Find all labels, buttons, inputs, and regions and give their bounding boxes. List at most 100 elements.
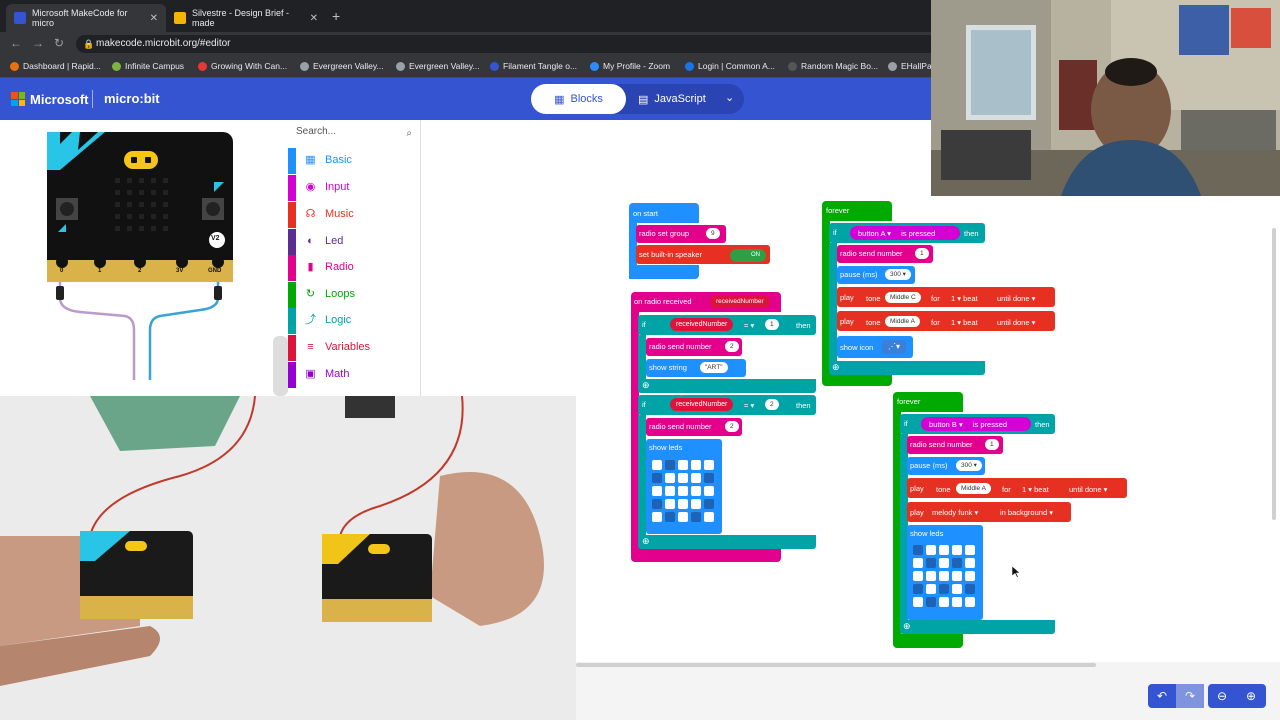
url-text: makecode.microbit.org/#editor	[96, 38, 231, 49]
bookmark-item[interactable]: Random Magic Bo...	[788, 61, 878, 71]
button-pressed-block[interactable]: button A ▾ is pressed	[850, 226, 960, 240]
bookmark-item[interactable]: EHallPa	[888, 61, 932, 71]
bookmark-item[interactable]: My Profile - Zoom	[590, 61, 670, 71]
simulator-panel: 0 1 2 3V GND V2	[0, 120, 288, 396]
toolbox-search[interactable]: ⌕	[296, 126, 416, 144]
category-label: Variables	[325, 341, 371, 353]
received-number-var[interactable]: receivedNumber	[670, 318, 734, 331]
undo-button[interactable]: ↶	[1148, 684, 1176, 708]
if-keyword: if	[904, 419, 908, 428]
beat-dropdown[interactable]: 1 ▾ beat	[1022, 485, 1049, 494]
microbit-simulator[interactable]	[0, 120, 288, 396]
category-label: Logic	[325, 314, 352, 326]
until-dropdown[interactable]: until done ▾	[1069, 485, 1108, 494]
category-led[interactable]: ◐Led	[288, 229, 421, 255]
category-logic[interactable]: ⤴Logic	[288, 308, 421, 334]
chevron-down-icon[interactable]: ⌄	[725, 92, 735, 104]
led-grid[interactable]	[913, 545, 975, 607]
sword-icon[interactable]: ⋰▾	[882, 340, 906, 354]
radio-set-group-block[interactable]: radio set group	[636, 225, 726, 243]
horizontal-scrollbar[interactable]	[576, 663, 1096, 667]
until-dropdown[interactable]: until done ▾	[997, 294, 1036, 303]
button-dropdown[interactable]: button A ▾	[858, 229, 891, 238]
button-a[interactable]	[56, 198, 78, 220]
compare-value[interactable]: 1	[765, 319, 779, 330]
background-dropdown[interactable]: in background ▾	[1000, 508, 1053, 517]
melody-dropdown[interactable]: melody funk ▾	[932, 508, 979, 517]
search-icon[interactable]: ⌕	[406, 128, 412, 139]
compare-value[interactable]: 2	[765, 399, 779, 410]
send-value[interactable]: 1	[985, 439, 999, 450]
search-input[interactable]	[296, 126, 396, 137]
category-basic[interactable]: ▦Basic	[288, 148, 421, 174]
close-icon[interactable]: ✕	[149, 12, 158, 24]
note-dropdown[interactable]: Middle A	[956, 483, 991, 494]
note-dropdown[interactable]: Middle C	[885, 292, 921, 303]
bookmark-item[interactable]: Filament Tangle o...	[490, 61, 577, 71]
category-variables[interactable]: ≡Variables	[288, 335, 421, 361]
button-pressed-block[interactable]: button B ▾ is pressed	[921, 417, 1031, 431]
radio-send-number-block[interactable]: radio send number	[907, 436, 1003, 454]
blocks-button[interactable]: ▦ Blocks	[531, 84, 626, 114]
block-label: radio send number	[910, 440, 973, 449]
send-value[interactable]: 1	[915, 248, 929, 259]
category-math[interactable]: ▣Math	[288, 362, 421, 388]
radio-send-number-block[interactable]: radio send number	[646, 338, 742, 356]
back-icon[interactable]: ←	[10, 36, 22, 50]
category-label: Music	[325, 208, 354, 220]
category-radio[interactable]: ▮Radio	[288, 255, 421, 281]
bookmark-item[interactable]: Evergreen Valley...	[396, 61, 480, 71]
play-melody-block[interactable]: play	[907, 502, 1071, 522]
add-icon[interactable]: ⊕	[832, 362, 840, 372]
bookmark-item[interactable]: Dashboard | Rapid...	[10, 61, 101, 71]
add-icon[interactable]: ⊕	[903, 621, 911, 631]
bookmark-icon	[590, 61, 599, 71]
zoom-in-button[interactable]: ⊕	[1236, 684, 1266, 708]
bookmark-label: Login | Common A...	[698, 61, 775, 71]
tab-design-brief[interactable]: Silvestre - Design Brief - made ✕	[166, 4, 326, 32]
received-number-var[interactable]: receivedNumber	[670, 398, 734, 411]
javascript-button[interactable]: ▤ JavaScript	[638, 84, 718, 114]
send-value[interactable]: 2	[725, 421, 739, 432]
button-dropdown[interactable]: button B ▾	[929, 420, 963, 429]
group-value[interactable]: 9	[706, 228, 720, 239]
category-input[interactable]: ◉Input	[288, 175, 421, 201]
compare-op[interactable]: = ▾	[744, 401, 755, 410]
beat-dropdown[interactable]: 1 ▾ beat	[951, 294, 978, 303]
close-icon[interactable]: ✕	[309, 12, 318, 24]
send-value[interactable]: 2	[725, 341, 739, 352]
speaker-toggle[interactable]: ON	[730, 249, 766, 262]
compare-op[interactable]: = ▾	[744, 321, 755, 330]
bookmark-item[interactable]: Login | Common A...	[685, 61, 775, 71]
forward-icon[interactable]: →	[32, 36, 44, 50]
zoom-out-button[interactable]: ⊖	[1208, 684, 1236, 708]
bookmark-item[interactable]: Infinite Campus	[112, 61, 184, 71]
show-string-block[interactable]: show string	[646, 359, 746, 377]
tab-makecode[interactable]: Microsoft MakeCode for micro ✕	[6, 4, 166, 32]
add-icon[interactable]: ⊕	[642, 536, 650, 546]
pause-value[interactable]: 300 ▾	[885, 269, 911, 280]
pause-value[interactable]: 300 ▾	[956, 460, 982, 471]
beat-dropdown[interactable]: 1 ▾ beat	[951, 318, 978, 327]
radio-send-number-block[interactable]: radio send number	[646, 418, 742, 436]
add-icon[interactable]: ⊕	[642, 380, 650, 390]
category-music[interactable]: ☊Music	[288, 202, 421, 228]
bookmark-item[interactable]: Growing With Can...	[198, 61, 287, 71]
redo-button[interactable]: ↷	[1176, 684, 1204, 708]
bookmark-icon	[198, 61, 207, 71]
radio-send-number-block[interactable]: radio send number	[837, 245, 933, 263]
bookmark-item[interactable]: Evergreen Valley...	[300, 61, 384, 71]
received-number-param[interactable]: receivedNumber	[710, 295, 770, 308]
category-loops[interactable]: ↻Loops	[288, 282, 421, 308]
reload-icon[interactable]: ↻	[54, 36, 65, 50]
led-grid[interactable]	[652, 460, 714, 522]
button-b[interactable]	[202, 198, 224, 220]
product-name[interactable]: micro:bit	[104, 91, 160, 106]
until-dropdown[interactable]: until done ▾	[997, 318, 1036, 327]
new-tab-icon[interactable]: +	[332, 8, 341, 24]
loop-icon: ↻	[305, 288, 316, 300]
vertical-scrollbar[interactable]	[1272, 228, 1276, 520]
string-value[interactable]: "ART"	[700, 362, 728, 373]
note-dropdown[interactable]: Middle A	[885, 316, 920, 327]
